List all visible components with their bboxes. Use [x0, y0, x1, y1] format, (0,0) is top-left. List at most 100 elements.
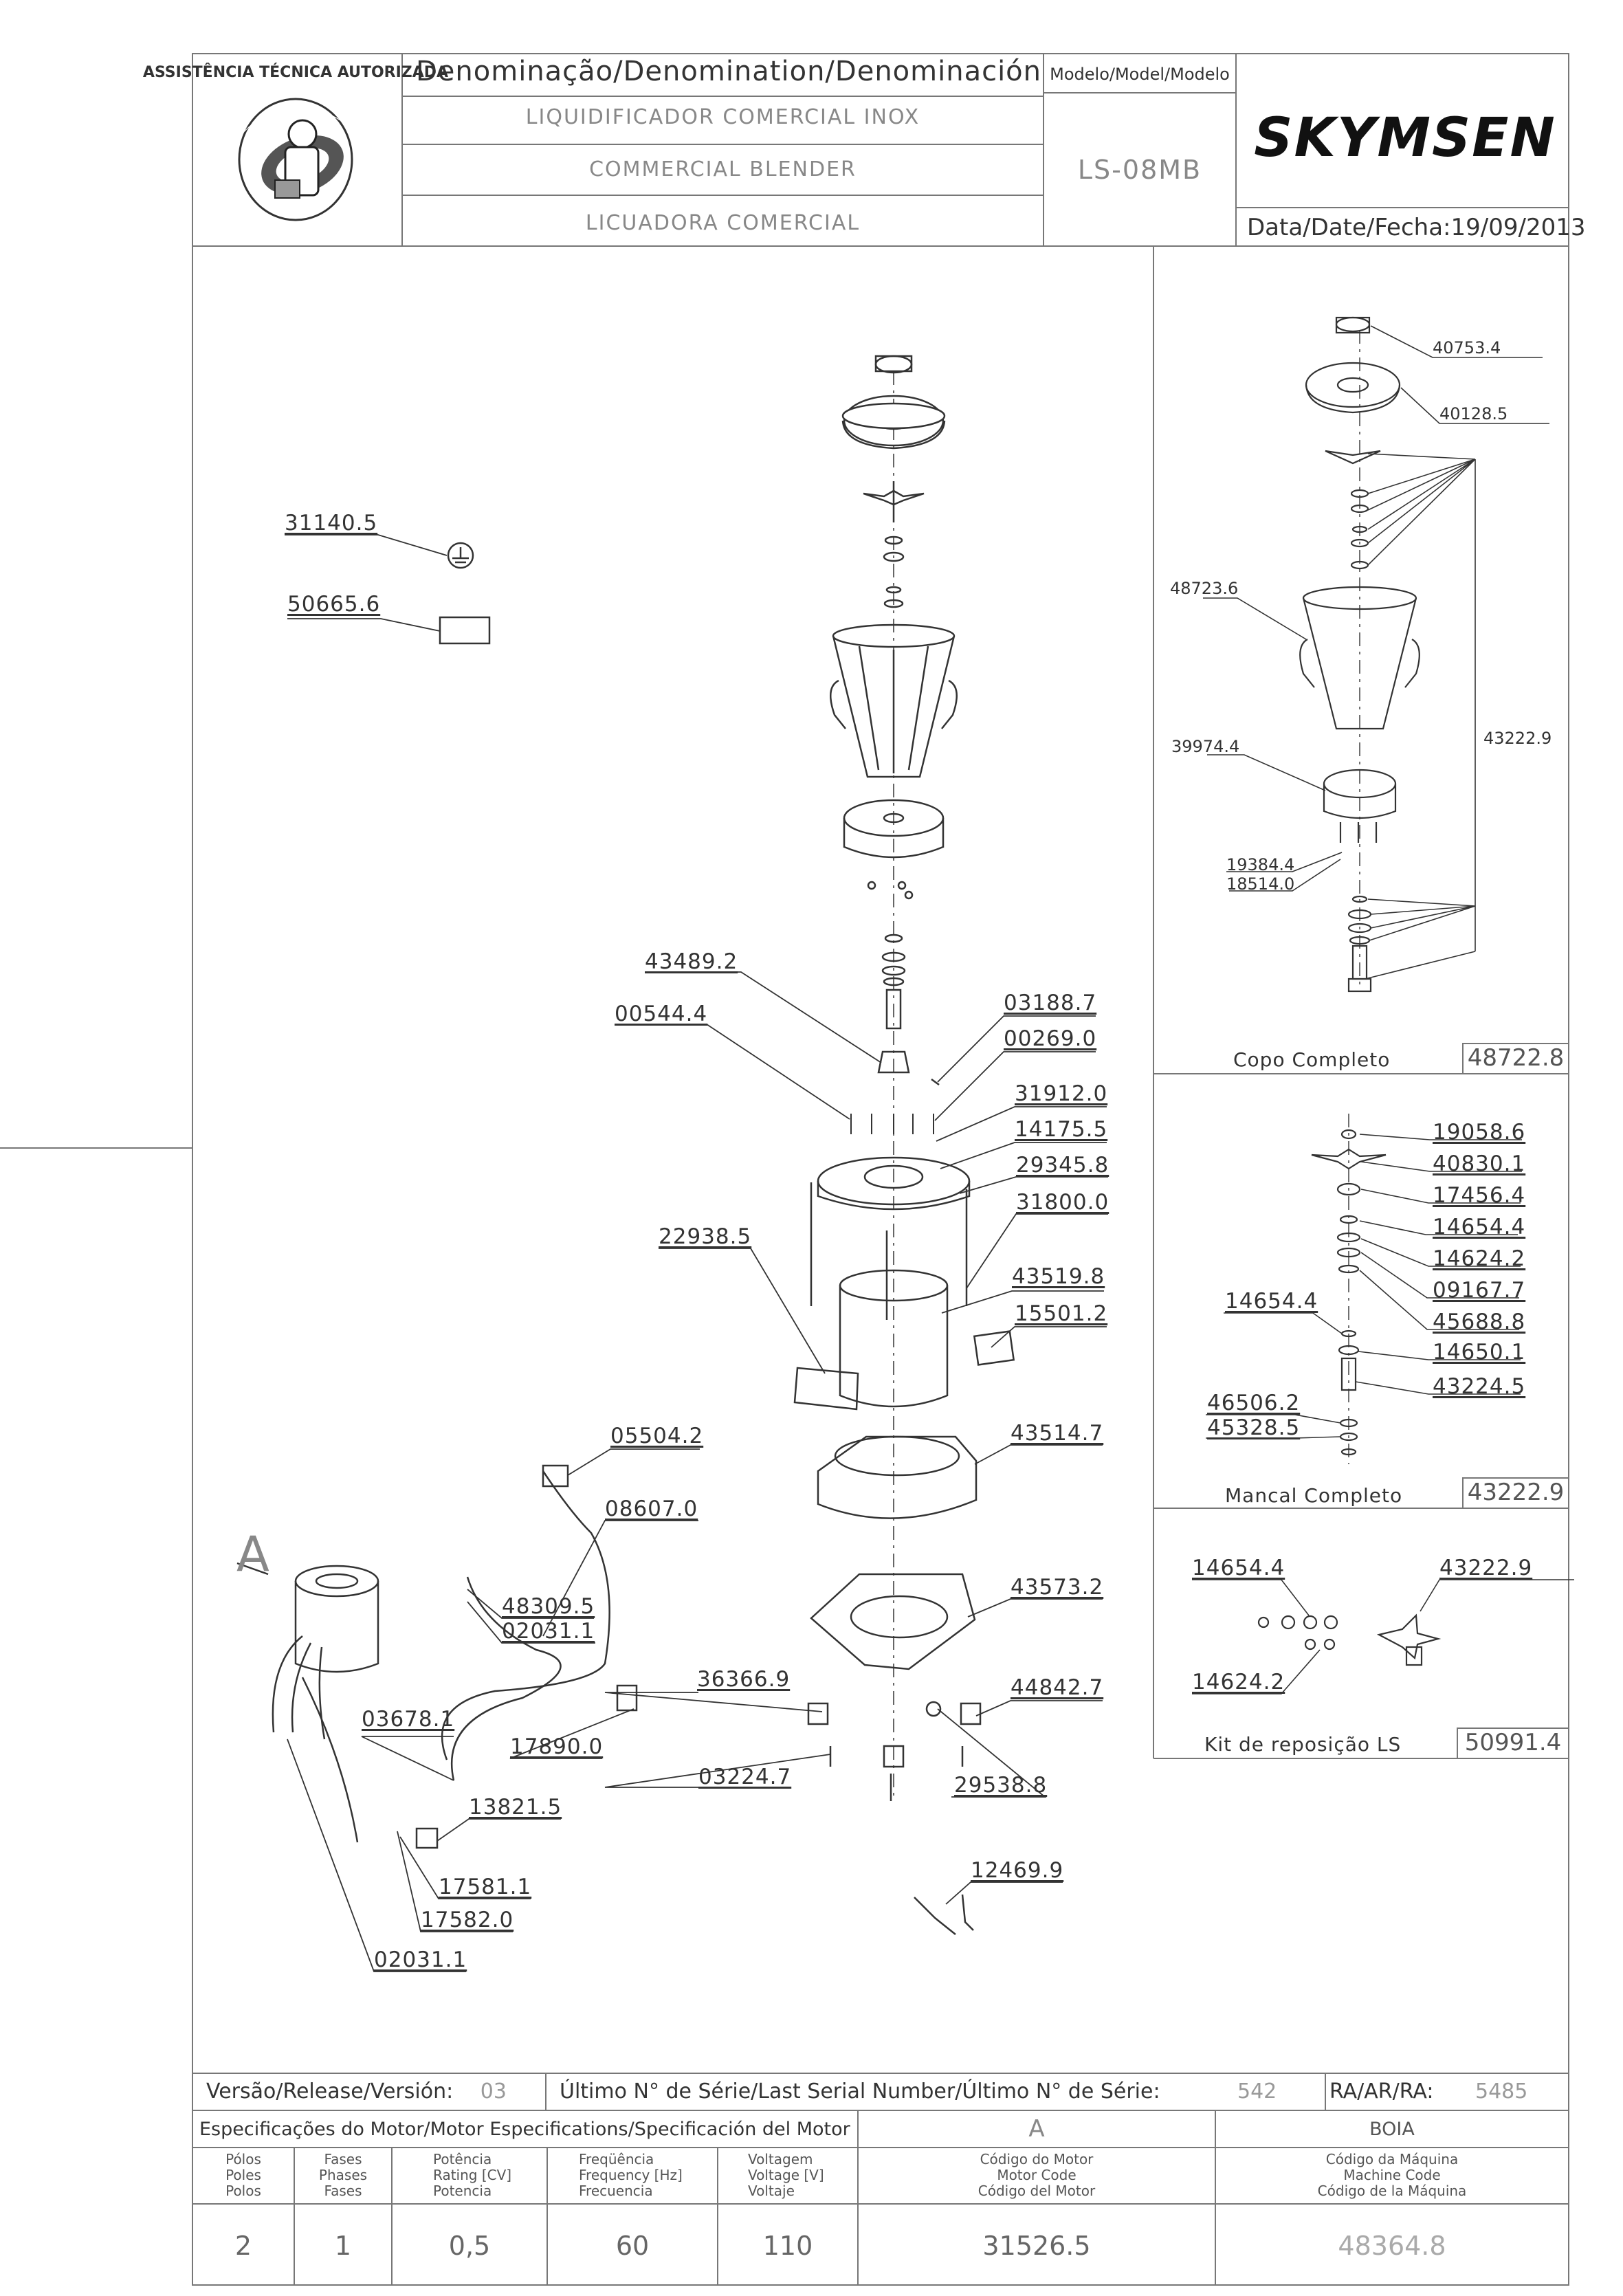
spec-h2: Frequency [Hz] [579, 2167, 683, 2183]
mancal-callout-14654-4-b: 14654.4 [1225, 1289, 1318, 1314]
callout-03678-1: 03678.1 [362, 1707, 455, 1732]
boia-label: BOIA [1369, 2119, 1415, 2140]
mancal-title: Mancal Completo [1225, 1484, 1403, 1507]
callout-31800-0: 31800.0 [1016, 1190, 1109, 1215]
callout-00544-4: 00544.4 [615, 1002, 708, 1026]
spec-h3: Frecuencia [579, 2183, 653, 2199]
copo-callout-43222-9: 43222.9 [1483, 729, 1552, 748]
version-row: Versão/Release/Versión: 03 [206, 2082, 507, 2102]
copo-title: Copo Completo [1233, 1048, 1391, 1071]
model-value: LS-08MB [1077, 155, 1202, 185]
callout-29345-8: 29345.8 [1016, 1153, 1109, 1178]
mancal-callout-09167-7: 09167.7 [1433, 1278, 1526, 1303]
version-label: Versão/Release/Versión: [206, 2079, 454, 2104]
spec-value-poles: 2 [234, 2231, 252, 2261]
spec-h3: Voltaje [748, 2183, 795, 2199]
spec-h2: Poles [225, 2167, 261, 2183]
product-name-en: COMMERCIAL BLENDER [589, 157, 857, 181]
spec-h1: Código da Máquina [1325, 2151, 1459, 2167]
spec-h3: Polos [225, 2183, 261, 2199]
copo-drawing [1299, 316, 1420, 993]
callout-31912-0: 31912.0 [1015, 1081, 1108, 1106]
sheet-frame [0, 53, 1569, 2286]
callout-02031-1-a: 02031.1 [502, 1619, 595, 1644]
kit-callout-14654-4: 14654.4 [1192, 1556, 1285, 1580]
callout-03224-7: 03224.7 [698, 1765, 792, 1789]
kit-leaders [1192, 1579, 1574, 1695]
callout-17582-0: 17582.0 [421, 1908, 514, 1932]
callout-14175-5: 14175.5 [1015, 1117, 1108, 1142]
copo-leaders [1203, 325, 1549, 980]
spec-h3: Potencia [433, 2183, 492, 2199]
mancal-callout-40830-1: 40830.1 [1433, 1151, 1526, 1176]
product-name-es: LICUADORA COMERCIAL [585, 211, 861, 235]
copo-code: 48722.8 [1467, 1044, 1565, 1072]
spec-h1: Pólos [225, 2151, 261, 2167]
callout-05504-2: 05504.2 [610, 1424, 704, 1448]
ra-label: RA/AR/RA: [1329, 2079, 1434, 2104]
spec-h3: Código de la Máquina [1317, 2183, 1467, 2199]
callout-29538-8: 29538.8 [954, 1773, 1048, 1798]
spec-h1: Fases [324, 2151, 362, 2167]
callout-31140-5: 31140.5 [285, 511, 378, 536]
callout-50665-6: 50665.6 [287, 592, 381, 617]
title-block [192, 54, 1569, 247]
mancal-callout-45328-5: 45328.5 [1207, 1415, 1301, 1440]
brand-logo: SKYMSEN [1254, 107, 1556, 169]
kit-title: Kit de reposição LS [1204, 1733, 1402, 1756]
spec-h2: Motor Code [997, 2167, 1077, 2183]
motor-spec-label: Especificações do Motor/Motor Especifica… [199, 2119, 850, 2140]
callout-03188-7: 03188.7 [1004, 991, 1097, 1015]
footer-grid [192, 2073, 1569, 2285]
kit-callout-14624-2: 14624.2 [1192, 1670, 1285, 1695]
copo-callout-39974-4: 39974.4 [1171, 737, 1240, 756]
callout-44842-7: 44842.7 [1011, 1675, 1104, 1700]
callout-15501-2: 15501.2 [1015, 1301, 1108, 1326]
callout-17890-0: 17890.0 [510, 1734, 604, 1759]
version-value: 03 [480, 2079, 507, 2104]
spec-value-motor-code: 31526.5 [982, 2231, 1091, 2261]
copo-callout-48723-6: 48723.6 [1170, 579, 1239, 598]
date-value: 19/09/2013 [1450, 214, 1586, 241]
ra-value: 5485 [1475, 2079, 1528, 2104]
service-logo: ASSISTÊNCIA TÉCNICA AUTORIZADA [143, 63, 448, 221]
spec-h1: Potência [433, 2151, 492, 2167]
spec-h1: Freqüência [579, 2151, 654, 2167]
spec-h2: Voltage [V] [748, 2167, 824, 2183]
mancal-callout-14654-4-a: 14654.4 [1433, 1215, 1526, 1239]
callout-17581-1: 17581.1 [439, 1875, 532, 1899]
mancal-leaders [1206, 1134, 1522, 1439]
spec-h1: Voltagem [748, 2151, 813, 2167]
logo-text: ASSISTÊNCIA TÉCNICA AUTORIZADA [143, 63, 448, 81]
spec-h2: Phases [318, 2167, 368, 2183]
callout-43519-8: 43519.8 [1012, 1264, 1105, 1289]
mancal-code: 43222.9 [1467, 1479, 1565, 1506]
model-label: Modelo/Model/Modelo [1050, 65, 1230, 84]
callout-43489-2: 43489.2 [645, 949, 738, 974]
copo-callout-40128-5: 40128.5 [1439, 404, 1508, 423]
mancal-callout-46506-2: 46506.2 [1207, 1391, 1301, 1415]
motor-letter: A [1028, 2115, 1045, 2143]
spec-h3: Código del Motor [978, 2183, 1096, 2199]
callout-22938-5: 22938.5 [659, 1224, 752, 1249]
callout-00269-0: 00269.0 [1004, 1026, 1097, 1051]
view-a-label: A [236, 1526, 269, 1582]
date-label: Data/Date/Fecha: [1247, 214, 1451, 241]
spec-value-phases: 1 [334, 2231, 352, 2261]
mancal-callout-19058-6: 19058.6 [1433, 1120, 1526, 1145]
mancal-callout-17456-4: 17456.4 [1433, 1183, 1526, 1208]
leader-lines-main [285, 534, 1108, 1972]
date-line: Data/Date/Fecha:19/09/2013 [1247, 216, 1585, 239]
serial-value: 542 [1237, 2079, 1277, 2104]
panel-borders [1153, 246, 1569, 1759]
product-name-pt: LIQUIDIFICADOR COMERCIAL INOX [525, 105, 920, 129]
spec-h2: Rating [CV] [433, 2167, 512, 2183]
denomination-label: Denominação/Denomination/Denominación [416, 56, 1042, 87]
